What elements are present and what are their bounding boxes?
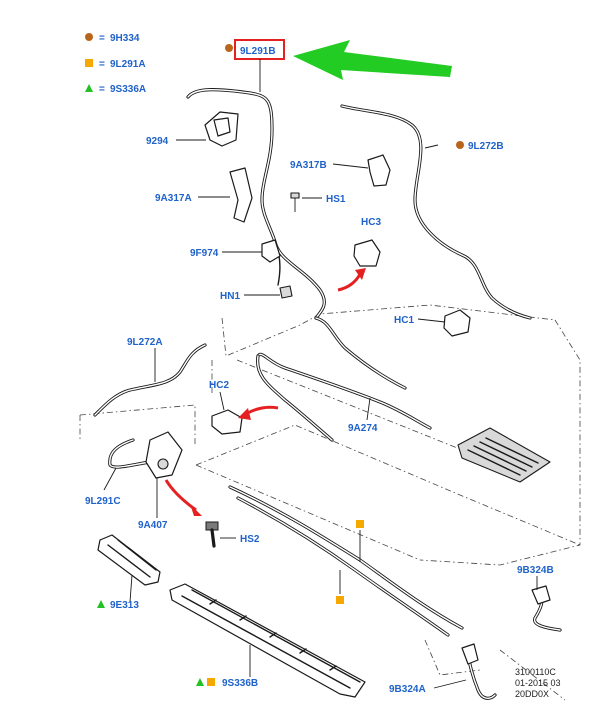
label-9L272B: 9L272B	[468, 141, 504, 152]
red-arrow-icon	[245, 405, 279, 416]
label-9B324B: 9B324B	[517, 565, 554, 576]
label-9L272A: 9L272A	[127, 337, 163, 348]
label-9A407: 9A407	[138, 520, 168, 531]
bracket-9A317B-icon	[367, 154, 391, 187]
orange-square-icon	[356, 520, 364, 528]
bracket-9A317A-icon	[229, 167, 253, 223]
label-9B324A: 9B324A	[389, 684, 426, 695]
orange-circle-icon	[456, 141, 464, 149]
label-9A317A: 9A317A	[155, 193, 192, 204]
clip-HC1-icon	[443, 309, 471, 337]
orange-square-icon	[207, 678, 215, 686]
label-HS2: HS2	[240, 534, 260, 545]
legend-equals: =	[99, 59, 105, 70]
label-9294: 9294	[146, 136, 169, 147]
legend-circle-icon	[85, 33, 93, 41]
label-9L291B: 9L291B	[240, 46, 276, 57]
reference-line-2: 01-2015 03	[515, 678, 561, 688]
red-arrow-icon	[337, 273, 362, 292]
legend-code-circle: 9H334	[110, 33, 140, 44]
orange-circle-icon	[225, 44, 233, 52]
parts	[97, 111, 551, 698]
label-9E313: 9E313	[110, 600, 139, 611]
legend-triangle-icon	[85, 84, 93, 92]
bracket-9B324B-icon	[531, 585, 551, 605]
label-9S336B: 9S336B	[222, 678, 258, 689]
label-9A317B: 9A317B	[290, 160, 327, 171]
clip-HC2-icon	[211, 409, 243, 435]
label-HC1: HC1	[394, 315, 414, 326]
leader-lines	[103, 139, 538, 689]
highlight-box	[234, 39, 285, 60]
assembly-outlines	[79, 304, 581, 701]
bracket-9B324A-icon	[461, 643, 479, 665]
orange-square-icon	[336, 596, 344, 604]
label-HC2: HC2	[209, 380, 229, 391]
legend: = 9H334 = 9L291A = 9S336A	[85, 33, 146, 95]
clip-9F974-icon	[261, 239, 281, 263]
clip-HC3-icon	[353, 239, 381, 267]
label-HC3: HC3	[361, 217, 381, 228]
label-HS1: HS1	[326, 194, 346, 205]
legend-code-square: 9L291A	[110, 59, 146, 70]
nut-HN1-icon	[279, 285, 293, 299]
green-triangle-icon	[196, 678, 204, 686]
legend-equals: =	[99, 33, 105, 44]
label-9F974: 9F974	[190, 248, 219, 259]
bracket-9A407-icon	[145, 431, 183, 479]
highlight-callout: 9L291B	[225, 39, 452, 92]
reference-line-3: 20DD0X	[515, 689, 549, 699]
label-HN1: HN1	[220, 291, 240, 302]
part-markers	[97, 141, 464, 686]
legend-code-triangle: 9S336A	[110, 84, 146, 95]
bracket-9E313-icon	[97, 534, 161, 586]
red-arrows	[164, 268, 366, 516]
reference-code: 3100110C 01-2015 03 20DD0X	[515, 667, 561, 699]
legend-square-icon	[85, 59, 93, 67]
label-9L291C: 9L291C	[85, 496, 121, 507]
reference-line-1: 3100110C	[515, 667, 556, 677]
label-9A274: 9A274	[348, 423, 378, 434]
green-pointer-arrow-icon	[293, 40, 452, 80]
bolt-HS1-icon	[290, 192, 300, 199]
green-triangle-icon	[97, 600, 105, 608]
part-labels: 9294 9A317A 9F974 HN1 HS1 9A317B 9L272B …	[85, 136, 554, 695]
cooler-block-icon	[457, 427, 551, 483]
brake-lines	[93, 88, 562, 700]
legend-equals: =	[99, 84, 105, 95]
